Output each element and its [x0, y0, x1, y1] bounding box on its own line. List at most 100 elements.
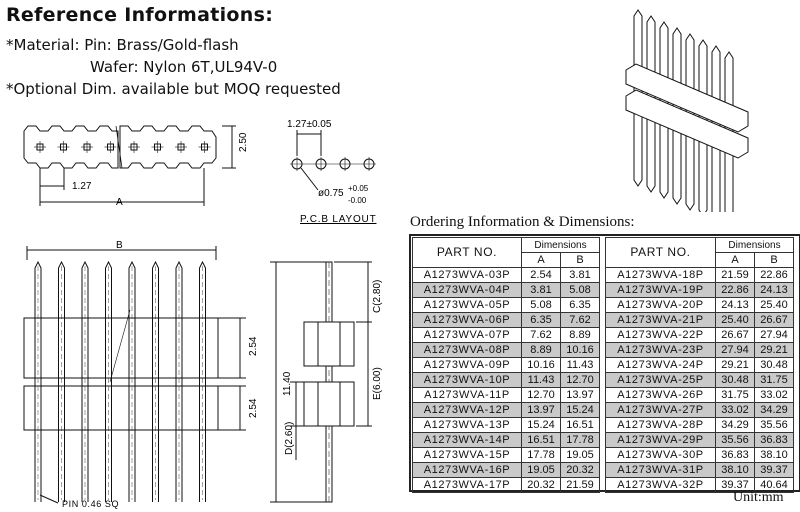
dim-b-cell: 26.67 [754, 312, 794, 328]
part-number-cell: A1273WVA-29P [605, 432, 716, 448]
dim-b-cell: 40.64 [754, 477, 794, 493]
part-number-cell: A1273WVA-19P [605, 282, 716, 298]
dim-b-cell: 24.13 [754, 282, 794, 298]
pin-square-icon [81, 141, 93, 153]
dim-b-cell: 25.40 [754, 297, 794, 313]
part-number-cell: A1273WVA-18P [605, 267, 716, 283]
dim-b-cell: 11.43 [560, 357, 600, 373]
unit-label: Unit:mm [733, 490, 784, 505]
dim-c-label: C(2.80) [372, 280, 383, 313]
dim-b-cell: 20.32 [560, 462, 600, 478]
dim-b-cell: 22.86 [754, 267, 794, 283]
part-number-cell: A1273WVA-21P [605, 312, 716, 328]
dim-a-cell: 26.67 [715, 327, 755, 343]
part-number-cell: A1273WVA-08P [412, 342, 522, 358]
col-part-no: PART NO. [605, 237, 716, 268]
dim-a-cell: 19.05 [521, 462, 561, 478]
dim-b-cell: 39.37 [754, 462, 794, 478]
dim-a-label: A [116, 197, 123, 208]
pitch-label: 1.27 [72, 181, 92, 192]
col-b: B [754, 252, 794, 268]
dim-a-cell: 20.32 [521, 477, 561, 493]
pin-square-icon [198, 141, 211, 153]
pin [175, 260, 183, 502]
top-view-housing [23, 125, 119, 169]
part-number-cell: A1273WVA-20P [605, 297, 716, 313]
ordering-title: Ordering Information & Dimensions: [410, 214, 635, 230]
iso-wafer [625, 63, 749, 159]
part-number-cell: A1273WVA-11P [412, 387, 522, 403]
pcb-pitch-label: 1.27±0.05 [287, 119, 332, 130]
front-h1-label: 2.54 [248, 336, 259, 356]
pin [105, 260, 112, 502]
dim-a-cell: 7.62 [521, 327, 561, 343]
dim-a-cell: 6.35 [521, 312, 561, 328]
col-b: B [560, 252, 600, 268]
dim-a-cell: 2.54 [521, 267, 561, 283]
part-number-cell: A1273WVA-15P [412, 447, 522, 463]
part-number-cell: A1273WVA-26P [605, 387, 716, 403]
isometric-connector-image [625, 9, 749, 212]
part-number-cell: A1273WVA-09P [412, 357, 522, 373]
pin-size-label: PIN 0.46 SQ [62, 499, 119, 509]
dim-a-cell: 22.86 [715, 282, 755, 298]
part-number-cell: A1273WVA-32P [605, 477, 716, 493]
dim-b-cell: 15.24 [560, 402, 600, 418]
dim-a-cell: 31.75 [715, 387, 755, 403]
dim-b-cell: 16.51 [560, 417, 600, 433]
dim-b-cell: 17.78 [560, 432, 600, 448]
optional-dim-text: *Optional Dim. available but MOQ request… [6, 80, 341, 98]
pin [128, 260, 136, 502]
dim-a-cell: 34.29 [715, 417, 755, 433]
side-view [270, 261, 372, 503]
dim-b-cell: 30.48 [754, 357, 794, 373]
part-number-cell: A1273WVA-17P [412, 477, 522, 493]
dim-b-cell: 5.08 [560, 282, 600, 298]
material-pin-text: *Material: Pin: Brass/Gold-flash [6, 36, 239, 54]
part-number-cell: A1273WVA-13P [412, 417, 522, 433]
dim-a-cell: 5.08 [521, 297, 561, 313]
part-number-cell: A1273WVA-04P [412, 282, 522, 298]
dim-a-cell: 8.89 [521, 342, 561, 358]
col-a: A [715, 252, 755, 268]
col-dimensions: Dimensions [715, 237, 794, 253]
part-number-cell: A1273WVA-07P [412, 327, 522, 343]
pin-square-icon [34, 141, 46, 153]
dim-a-cell: 10.16 [521, 357, 561, 373]
part-number-cell: A1273WVA-16P [412, 462, 522, 478]
dim-a-cell: 16.51 [521, 432, 561, 448]
dim-a-cell: 24.13 [715, 297, 755, 313]
dim-e-label: E(6.00) [372, 367, 383, 400]
front-h2-label: 2.54 [248, 398, 259, 418]
pin [58, 260, 65, 502]
dim-b-cell: 7.62 [560, 312, 600, 328]
dim-b-cell: 10.16 [560, 342, 600, 358]
part-number-cell: A1273WVA-05P [412, 297, 522, 313]
pin-square-icon [151, 141, 164, 153]
part-number-cell: A1273WVA-28P [605, 417, 716, 433]
dim-b-cell: 3.81 [560, 267, 600, 283]
dim-a-cell: 36.83 [715, 447, 755, 463]
dim-b-cell: 38.10 [754, 447, 794, 463]
top-height-label: 2.50 [238, 132, 249, 152]
pcb-layout-holes [290, 130, 376, 191]
dim-b-cell: 36.83 [754, 432, 794, 448]
total-height-label: 11.40 [282, 371, 293, 396]
dim-a-cell: 33.02 [715, 402, 755, 418]
